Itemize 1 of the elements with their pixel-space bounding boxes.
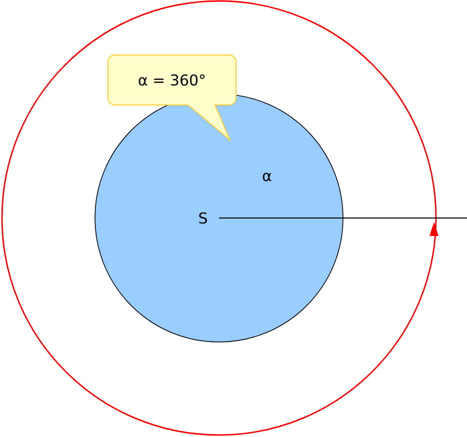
callout-bubble: α = 360° — [108, 54, 236, 140]
